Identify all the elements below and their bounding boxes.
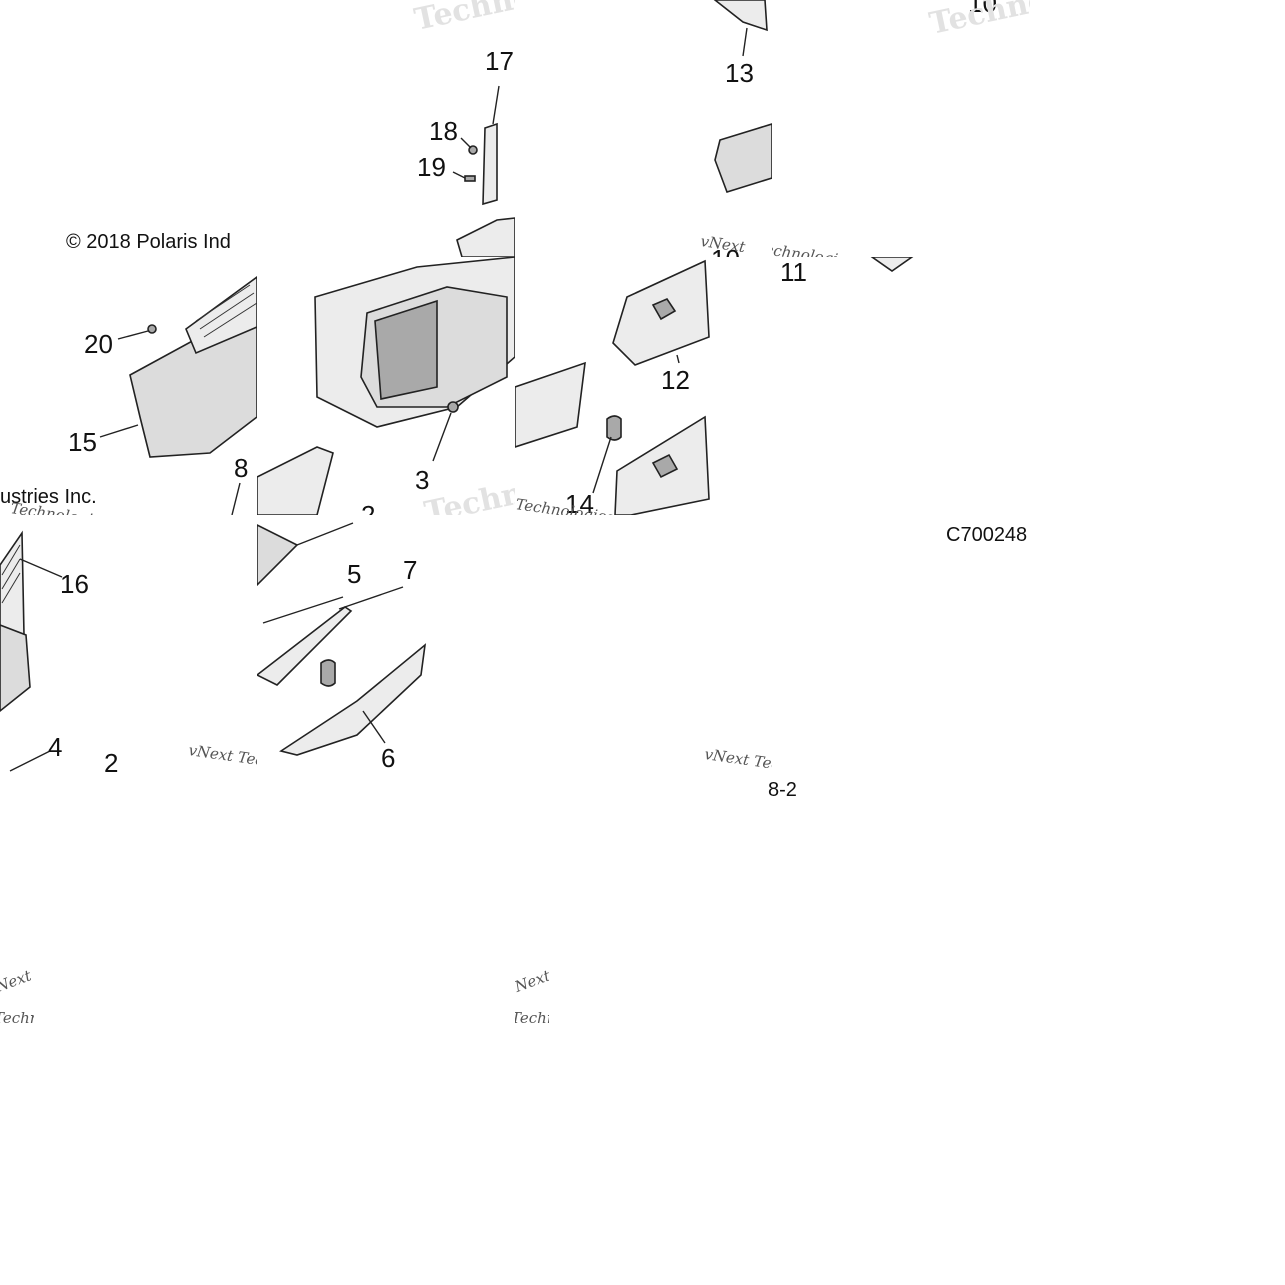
- bin-2-fragment: [257, 524, 299, 587]
- copyright-text-part-a: ustries Inc.: [0, 486, 97, 508]
- leader-15: [99, 424, 139, 438]
- leader-4: [9, 750, 51, 772]
- door-fragment: [515, 361, 586, 448]
- callout-4: 4: [48, 732, 62, 762]
- leader-6: [362, 710, 386, 744]
- grille-hatch: [195, 284, 257, 338]
- tile-bottom-left: 16 4 2 vNext Technologies: [0, 515, 257, 772]
- callout-8: 8: [234, 453, 248, 483]
- callout-15: 15: [68, 427, 97, 457]
- callout-10-top: 10: [968, 0, 997, 18]
- copyright-band: © 2018 Polaris Ind: [0, 225, 257, 257]
- watermark-fragment-left: vNext Technologies: [0, 965, 34, 1029]
- callout-6: 6: [381, 743, 395, 772]
- door-7-part: [257, 606, 353, 686]
- callout-19: 19: [417, 152, 446, 182]
- cover-10-part: [714, 123, 772, 193]
- leader-5: [262, 596, 344, 624]
- tray-16-part: [0, 624, 31, 713]
- bracket-fragment: [870, 257, 914, 272]
- callout-2-bottom: 2: [104, 748, 118, 772]
- watermark-brand-c: vNext Technologies: [703, 745, 772, 772]
- watermark-technologies-2: Technologies: [926, 0, 1030, 42]
- fastener-3: [447, 401, 459, 413]
- tile-center: 3 Technologies 2: [257, 257, 515, 515]
- watermark-tech-fragment-a: Technologies: [0, 1009, 34, 1027]
- grille-16-hatch: [1, 544, 21, 604]
- callout-2-top: 2: [361, 500, 375, 515]
- push-rivet-20: [147, 324, 157, 334]
- drawing-code: C700248: [946, 524, 1027, 546]
- copyright-text-line: © 2018 Polaris Ind: [66, 231, 231, 253]
- leader-16: [19, 558, 63, 578]
- tile-top-right: 13 10 vNext: [515, 0, 772, 257]
- callout-18: 18: [429, 116, 458, 146]
- watermark-brand-b: vNext Technologies: [187, 741, 257, 772]
- latch-clip-part: [606, 415, 622, 441]
- callout-13: 13: [725, 58, 754, 88]
- panel-fragment-center: [257, 446, 334, 515]
- watermark-technologies-3: Technologies: [421, 451, 515, 515]
- leader-3: [432, 412, 452, 462]
- tile-top-far-right: 10 Technologies vNext Technologies: [772, 0, 1030, 257]
- page-number: 8-2: [768, 779, 797, 801]
- tile-center-right: 12 14 Technologies: [515, 257, 772, 515]
- callout-12: 12: [661, 365, 690, 395]
- leader-17: [492, 85, 500, 125]
- callout-16: 16: [60, 569, 89, 599]
- storage-bin-1-shade: [374, 299, 438, 400]
- watermark-vnext: vNext: [699, 232, 747, 256]
- door-6-part: [279, 643, 427, 756]
- tile-top-center: Technologies 17 18 19 © 2018 Polaris Ind: [257, 0, 515, 257]
- callout-17: 17: [485, 46, 514, 76]
- watermark-fragment-center: vNext Technologies: [515, 965, 549, 1029]
- leader-19: [452, 171, 466, 179]
- callout-5: 5: [347, 559, 361, 589]
- watermark-brand-a: vNext Technologies: [772, 232, 856, 257]
- panel-13-part: [713, 0, 768, 32]
- leader-18: [460, 137, 472, 149]
- leader-7: [338, 586, 404, 610]
- leader-12: [676, 354, 680, 364]
- watermark-band-bottom: vNext Technologies: [700, 735, 772, 772]
- tile-middle-left: 20 15 8 ustries Inc. © 2018 Polaris Ind …: [0, 257, 257, 515]
- latch-6-part: [320, 659, 336, 687]
- callout-14: 14: [565, 489, 594, 515]
- watermark-vnext-fragment-a: vNext: [0, 966, 34, 999]
- tile-bottom-center: 5 7 6: [257, 515, 515, 772]
- drawing-code-band: C700248: [900, 518, 1030, 550]
- panel-14-latch: [651, 453, 679, 479]
- leader-13: [742, 27, 748, 57]
- panel-12-latch: [651, 298, 677, 321]
- watermark-vnext-fragment-b: vNext: [515, 966, 549, 999]
- tile-right: 11: [772, 257, 1030, 515]
- leader-20: [117, 330, 149, 340]
- bolt-19-part: [464, 175, 476, 182]
- page-number-band: 8-2: [760, 772, 820, 802]
- callout-3: 3: [415, 465, 429, 495]
- callout-11: 11: [780, 257, 807, 287]
- leader-14: [592, 436, 612, 494]
- watermark-tech-fragment-b: Technologies: [515, 1009, 549, 1027]
- leader-8: [231, 482, 241, 515]
- bracket-17-part: [482, 122, 498, 206]
- leader-2: [296, 522, 354, 546]
- callout-7: 7: [403, 555, 417, 585]
- callout-20: 20: [84, 329, 113, 359]
- frame-fragment: [456, 217, 515, 257]
- watermark-technologies: Technologies: [411, 0, 515, 38]
- callout-10: 10: [711, 244, 740, 257]
